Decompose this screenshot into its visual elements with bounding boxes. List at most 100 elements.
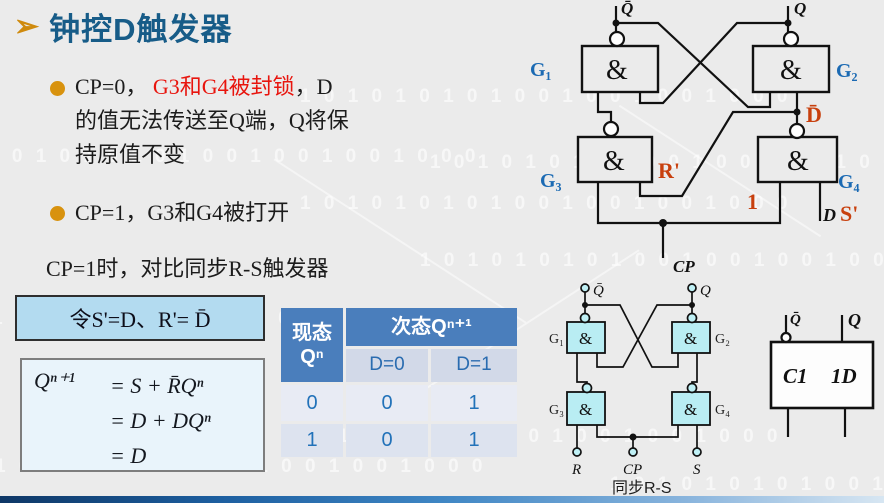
bullet1-line3: 持原值不变 xyxy=(75,142,186,167)
table-header-next: 次态Qⁿ⁺¹ xyxy=(346,308,517,346)
terminal-q xyxy=(687,283,697,293)
truth-table: 现态 Qⁿ 次态Qⁿ⁺¹ D=0 D=1 0 0 1 1 0 1 xyxy=(278,305,520,460)
bullet-dot-icon xyxy=(50,206,65,221)
inverter-bubble xyxy=(581,382,593,394)
port-label-c1: C1 xyxy=(783,364,808,388)
gate-g1 xyxy=(566,321,606,354)
symbol-body xyxy=(769,340,875,410)
gate-label-g1: G₁ xyxy=(549,332,564,347)
output-label-q: Q xyxy=(794,0,806,18)
gate-g3 xyxy=(566,391,606,426)
junction-dot xyxy=(629,433,637,441)
title-row: ➢ 钟控D触发器 xyxy=(14,4,233,49)
table-row: 0 0 1 xyxy=(281,385,517,421)
signal-label-one: 1 xyxy=(747,189,758,214)
output-label-qbar: Q̄ xyxy=(790,312,801,328)
diagram-caption: 同步R-S xyxy=(612,479,672,497)
table-cell: 0 xyxy=(346,424,428,457)
and-symbol: & xyxy=(603,146,625,177)
table-cell: 1 xyxy=(431,424,517,457)
table-cell: 0 xyxy=(346,385,428,421)
inverter-bubble xyxy=(608,30,626,48)
output-label-qbar: Q̄ xyxy=(593,283,604,299)
header-state-line1: 现态 xyxy=(292,322,332,344)
and-symbol: & xyxy=(579,329,592,348)
junction-dot xyxy=(612,19,620,27)
decor-streak xyxy=(273,158,527,324)
gate-label-g3: G₃ xyxy=(549,403,564,418)
gate-g2 xyxy=(671,321,711,354)
port-label-1d: 1D xyxy=(831,364,857,388)
junction-dot xyxy=(689,302,695,308)
gate-g4 xyxy=(756,135,839,184)
terminal-r xyxy=(572,447,582,457)
table-row: 1 0 1 xyxy=(281,424,517,457)
inverter-bubble xyxy=(788,122,806,140)
table-cell: 0 xyxy=(281,385,343,421)
and-symbol: & xyxy=(684,400,697,419)
compare-line: CP=1时，对比同步R-S触发器 xyxy=(46,256,329,281)
output-label-q: Q xyxy=(700,283,711,299)
header-state-line2: Qⁿ xyxy=(300,346,324,368)
inverter-bubble xyxy=(780,331,792,344)
inverter-bubble xyxy=(602,120,620,138)
inverter-bubble xyxy=(686,312,698,324)
signal-label-sprime: S' xyxy=(840,201,858,226)
terminal-cp xyxy=(628,447,638,457)
bullet1-highlight: G3和G4被封锁 xyxy=(152,74,295,99)
wires xyxy=(596,6,822,258)
table-cell: 1 xyxy=(431,385,517,421)
input-label-r: R xyxy=(571,462,581,478)
formula-box: Qⁿ⁺¹ = S + R̄Qⁿ = D + DQⁿ = D xyxy=(20,358,265,472)
gate-g4 xyxy=(671,391,711,426)
and-symbol: & xyxy=(606,55,628,86)
terminal-qbar xyxy=(580,283,590,293)
formula-lines: = S + R̄Qⁿ = D + DQⁿ = D xyxy=(110,368,211,473)
gate-label-g4: G₄ xyxy=(838,171,860,193)
gate-label-g2: G₂ xyxy=(715,332,730,347)
gate-label-g1: G₁ xyxy=(530,59,552,81)
bullet1-line2: 的值无法传送至Q端，Q将保 xyxy=(75,108,349,133)
formula-lhs: Qⁿ⁺¹ xyxy=(34,368,76,393)
and-symbol: & xyxy=(684,329,697,348)
formula-line: = D xyxy=(110,443,147,468)
and-symbol: & xyxy=(579,400,592,419)
bullet2-text: CP=1，G3和G4被打开 xyxy=(75,200,290,225)
output-label-qbar: Q̄ xyxy=(621,0,633,18)
table-header-state: 现态 Qⁿ xyxy=(281,308,343,382)
gate-label-g3: G₃ xyxy=(540,170,562,192)
gate-label-g4: G₄ xyxy=(715,403,730,418)
junction-dot xyxy=(582,302,588,308)
junction-dot xyxy=(793,108,801,116)
gate-label-g2: G₂ xyxy=(836,60,858,82)
input-label-d: D xyxy=(822,205,836,225)
assignment-box: 令S'=D、R'= D̄ xyxy=(15,295,265,341)
junction-dot xyxy=(659,219,667,227)
arrow-bullet-icon: ➢ xyxy=(14,10,40,43)
input-label-s: S xyxy=(693,462,701,478)
table-subheader-d0: D=0 xyxy=(346,348,428,382)
inverter-bubble xyxy=(782,30,800,48)
inverter-bubble xyxy=(686,382,698,394)
terminal-s xyxy=(692,447,702,457)
page-title: 钟控D触发器 xyxy=(49,12,233,47)
bottom-accent-bar xyxy=(0,496,884,503)
signal-label-dbar: D̄ xyxy=(806,102,822,127)
bullet1-pre: CP=0， xyxy=(75,74,153,99)
signal-label-rprime: R' xyxy=(658,158,680,183)
clock-label-cp: CP xyxy=(673,257,695,276)
wires xyxy=(784,315,847,437)
gate-g2 xyxy=(751,44,831,94)
bullet-dot-icon xyxy=(50,81,65,96)
gate-g3 xyxy=(576,135,654,184)
output-label-q: Q xyxy=(848,310,861,330)
junction-dot xyxy=(784,19,792,27)
and-symbol: & xyxy=(780,55,802,86)
formula-line: = D + DQⁿ xyxy=(110,408,211,433)
table-cell: 1 xyxy=(281,424,343,457)
d-latch-symbol-diagram: Q̄ Q C1 1D xyxy=(769,310,875,437)
input-label-cp: CP xyxy=(623,462,642,478)
and-symbol: & xyxy=(787,146,809,177)
sync-rs-flipflop-diagram: & & & & G₁ G₂ G₃ G₄ Q̄ Q R CP S 同步R-S xyxy=(549,283,730,497)
